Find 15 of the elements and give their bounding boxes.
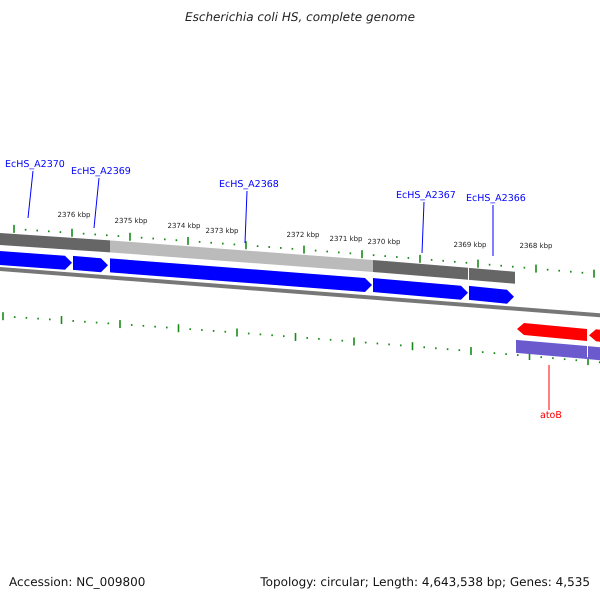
gene-label: EcHS_A2369 bbox=[71, 166, 131, 178]
leader-line bbox=[548, 364, 550, 410]
footer-text: Accession: NC_009800 bbox=[9, 575, 146, 589]
gene-label: atoB bbox=[540, 410, 562, 422]
gene-label: EcHS_A2368 bbox=[219, 179, 279, 191]
gene-label: EcHS_A2367 bbox=[396, 190, 456, 202]
leader-line bbox=[28, 170, 34, 218]
leader-line bbox=[422, 202, 424, 254]
leader-line bbox=[244, 190, 248, 244]
gene-label: EcHS_A2370 bbox=[5, 159, 65, 171]
leader-line bbox=[492, 204, 494, 256]
title: Escherichia coli HS, complete genome bbox=[185, 10, 415, 24]
gene-label: EcHS_A2366 bbox=[466, 193, 526, 205]
footer-text: Topology: circular; Length: 4,643,538 bp; Genes: 4,535 bbox=[260, 575, 590, 589]
leader-line bbox=[94, 178, 100, 228]
